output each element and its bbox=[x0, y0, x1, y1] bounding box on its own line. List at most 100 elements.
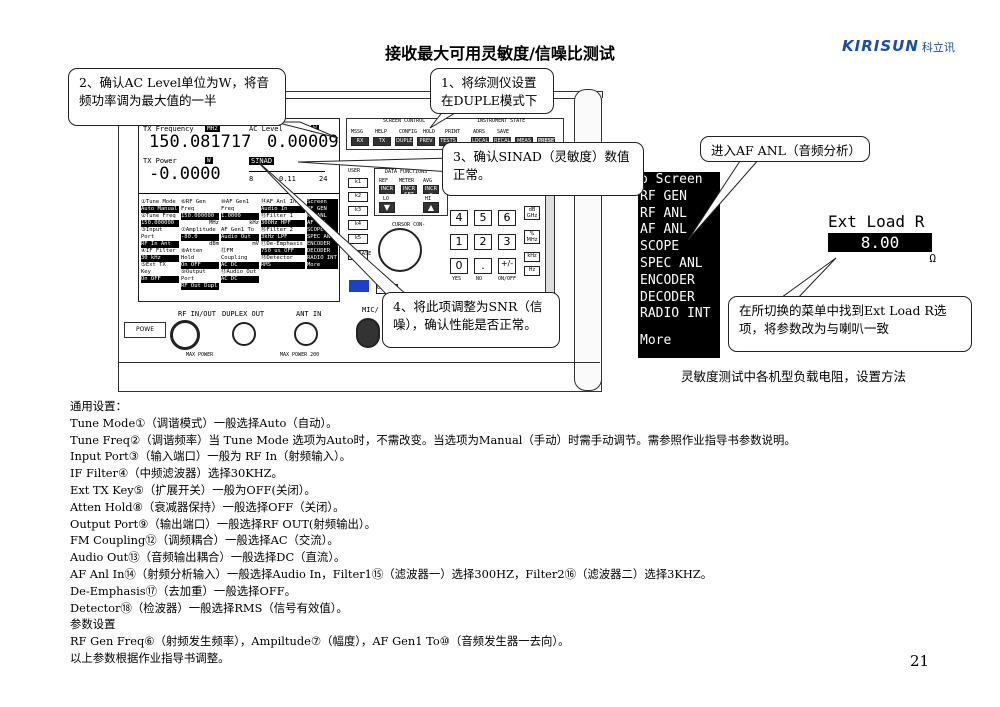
field-audio-out[interactable]: ⑬Audio Out bbox=[221, 269, 257, 275]
menu-item-spec-anl[interactable]: SPEC ANL bbox=[640, 255, 703, 271]
screen-decoder[interactable]: DECODER bbox=[307, 248, 331, 254]
key-decimal[interactable]: . bbox=[474, 258, 492, 274]
cursor-control-knob[interactable] bbox=[378, 228, 422, 272]
screen-radio-int[interactable]: RADIO INT bbox=[307, 255, 337, 261]
key-5[interactable]: 5 bbox=[474, 210, 492, 226]
menu-item-more[interactable]: More bbox=[640, 333, 672, 349]
screen-encoder[interactable]: ENCODER bbox=[307, 241, 331, 247]
field-value[interactable]: AC DC bbox=[221, 262, 259, 269]
arrow-up-icon[interactable]: ▲ bbox=[423, 202, 439, 213]
unit-key-khz[interactable]: kHz bbox=[524, 252, 540, 262]
rx-key[interactable]: RX bbox=[351, 137, 369, 146]
field-de-emphasis[interactable]: ⑰De-Emphasis bbox=[261, 241, 303, 247]
callout-ext-load: 在所切换的菜单中找到Ext Load R选项，将参数改为与喇叭一致 bbox=[728, 296, 972, 352]
field-output-port[interactable]: ⑨Output Port bbox=[181, 269, 206, 282]
callout-ac-level: 2、确认AC Level单位为W，将音频功率调为最大值的一半 bbox=[68, 68, 286, 126]
instrument-state-label: INSTRUMENT STATE bbox=[477, 118, 526, 124]
field-af-anl-in[interactable]: ⑭AF Anl In bbox=[261, 199, 297, 205]
screen-scope[interactable]: SCOPE bbox=[307, 227, 324, 233]
field-value[interactable]: On OFF bbox=[181, 262, 219, 269]
field-value[interactable]: RF Out Dupl bbox=[181, 283, 219, 290]
menu-item-rf-anl[interactable]: RF ANL bbox=[640, 205, 687, 221]
ext-load-value[interactable]: 8.00 bbox=[828, 233, 932, 252]
field-detector[interactable]: ⑱Detector bbox=[261, 255, 293, 261]
field-value[interactable]: Auto Manual bbox=[141, 206, 179, 213]
field-rf-gen-freq[interactable]: ⑥RF Gen Freq bbox=[181, 199, 206, 212]
key-1[interactable]: 1 bbox=[450, 234, 468, 250]
ext-load-field[interactable]: Ext Load R 8.00 Ω bbox=[828, 212, 936, 268]
field-value[interactable]: 3kHz LPF bbox=[261, 234, 305, 241]
key-2[interactable]: 2 bbox=[474, 234, 492, 250]
body-line: Ext TX Key⑤（扩展开关）一般为OFF(关闭）。 bbox=[70, 482, 316, 497]
screen-spec-anl[interactable]: SPEC ANL bbox=[307, 234, 334, 240]
user-key-k2[interactable]: k2 bbox=[348, 192, 368, 202]
incr-multiply-key[interactable]: INCR × bbox=[423, 185, 439, 198]
menu-item-rf-gen[interactable]: RF GEN bbox=[640, 188, 687, 204]
menu-item-radio-int[interactable]: RADIO INT bbox=[640, 306, 711, 322]
key-6[interactable]: 6 bbox=[498, 210, 516, 226]
tx-power-value: -0.0000 bbox=[149, 164, 221, 184]
tx-frequency-label: TX Frequency bbox=[143, 125, 194, 133]
field-ext-tx-key[interactable]: ⑤Ext TX Key bbox=[141, 262, 166, 275]
field-fm-coupling[interactable]: ⑫FM Coupling bbox=[221, 248, 248, 261]
duplex-key[interactable]: DUPLEX bbox=[395, 137, 416, 146]
key-label: SAVE bbox=[497, 129, 510, 135]
unit-key-hz[interactable]: Hz bbox=[524, 266, 540, 276]
ant-in-connector[interactable] bbox=[294, 322, 318, 346]
menu-item-scope[interactable]: SCOPE bbox=[640, 239, 680, 255]
unit-key-ghz[interactable]: dB GHz bbox=[524, 206, 540, 220]
field-value[interactable]: AC DC bbox=[221, 276, 259, 283]
field-amplitude[interactable]: ⑦Amplitude bbox=[181, 227, 216, 233]
field-tune-freq[interactable]: ②Tune Freq bbox=[141, 213, 176, 219]
field-if-filter[interactable]: ④IF Filter bbox=[141, 248, 176, 254]
field-value[interactable]: 750 us OFF bbox=[261, 248, 305, 255]
user-key-k5[interactable]: k5 bbox=[348, 234, 368, 244]
field-value[interactable]: 300Hz HPF bbox=[261, 220, 305, 227]
incr-divide-key[interactable]: INCR ÷ bbox=[379, 185, 395, 198]
field-value[interactable]: 1.0000 bbox=[221, 213, 259, 220]
prev-key[interactable]: PREV bbox=[417, 137, 435, 146]
user-key-k3[interactable]: k3 bbox=[348, 206, 368, 216]
arrow-down-icon[interactable]: ▼ bbox=[379, 202, 395, 213]
rf-in-out-connector[interactable] bbox=[170, 320, 200, 350]
key-plus-minus[interactable]: +/- bbox=[498, 258, 516, 274]
tx-key[interactable]: TX bbox=[373, 137, 391, 146]
ext-load-label: Ext Load R bbox=[828, 212, 925, 231]
key-0[interactable]: 0 bbox=[450, 258, 468, 274]
field-value[interactable]: -80.0 bbox=[181, 234, 219, 241]
screen-rf-gen[interactable]: RF GEN bbox=[307, 206, 327, 212]
field-tune-mode[interactable]: ①Tune Mode bbox=[141, 199, 176, 205]
field-value[interactable]: 150.000000 bbox=[141, 220, 179, 227]
user-key-k1[interactable]: k1 bbox=[348, 178, 368, 188]
menu-item-af-anl[interactable]: AF ANL bbox=[640, 222, 687, 238]
menu-item-encoder[interactable]: ENCODER bbox=[640, 272, 695, 288]
key-label: CONFIG bbox=[399, 129, 418, 135]
key-label: HELP bbox=[375, 129, 388, 135]
logo-cn: 科立讯 bbox=[921, 41, 955, 54]
power-switch[interactable]: POWE bbox=[124, 322, 166, 338]
field-value[interactable]: RF In Ant bbox=[141, 241, 179, 248]
screen-more[interactable]: More bbox=[307, 262, 321, 268]
unit-key-mhz[interactable]: % MHz bbox=[524, 230, 540, 244]
field-value[interactable]: RMS bbox=[261, 262, 305, 269]
duplex-out-connector[interactable] bbox=[232, 322, 256, 346]
field-af-gen1-to[interactable]: AF Gen1 To bbox=[221, 227, 255, 233]
key-4[interactable]: 4 bbox=[450, 210, 468, 226]
tx-power-unit: W bbox=[205, 157, 213, 164]
field-filter-1[interactable]: ⑮Filter 1 bbox=[261, 213, 293, 219]
field-af-gen1-freq[interactable]: ⑩AF Gen1 Freq bbox=[221, 199, 250, 212]
key-3[interactable]: 3 bbox=[498, 234, 516, 250]
field-value[interactable]: On OFF bbox=[141, 276, 179, 283]
field-value[interactable]: 30 kHz bbox=[141, 255, 179, 262]
volume-knob[interactable] bbox=[356, 318, 380, 348]
user-key-k4[interactable]: k4 bbox=[348, 220, 368, 230]
menu-column-1: ①Tune Mode Auto Manual ②Tune Freq 150.00… bbox=[141, 199, 179, 283]
field-value[interactable]: Audio In bbox=[261, 206, 305, 213]
field-filter-2[interactable]: ⑯Filter 2 bbox=[261, 227, 293, 233]
field-atten-hold[interactable]: ⑧Atten Hold bbox=[181, 248, 203, 261]
incr-set-key[interactable]: INCR SET bbox=[401, 185, 417, 198]
field-input-port[interactable]: ③Input Port bbox=[141, 227, 163, 240]
menu-item-decoder[interactable]: DECODER bbox=[640, 289, 695, 305]
field-value[interactable]: Audio Out bbox=[221, 234, 259, 241]
field-value[interactable]: 150.000000 bbox=[181, 213, 219, 220]
